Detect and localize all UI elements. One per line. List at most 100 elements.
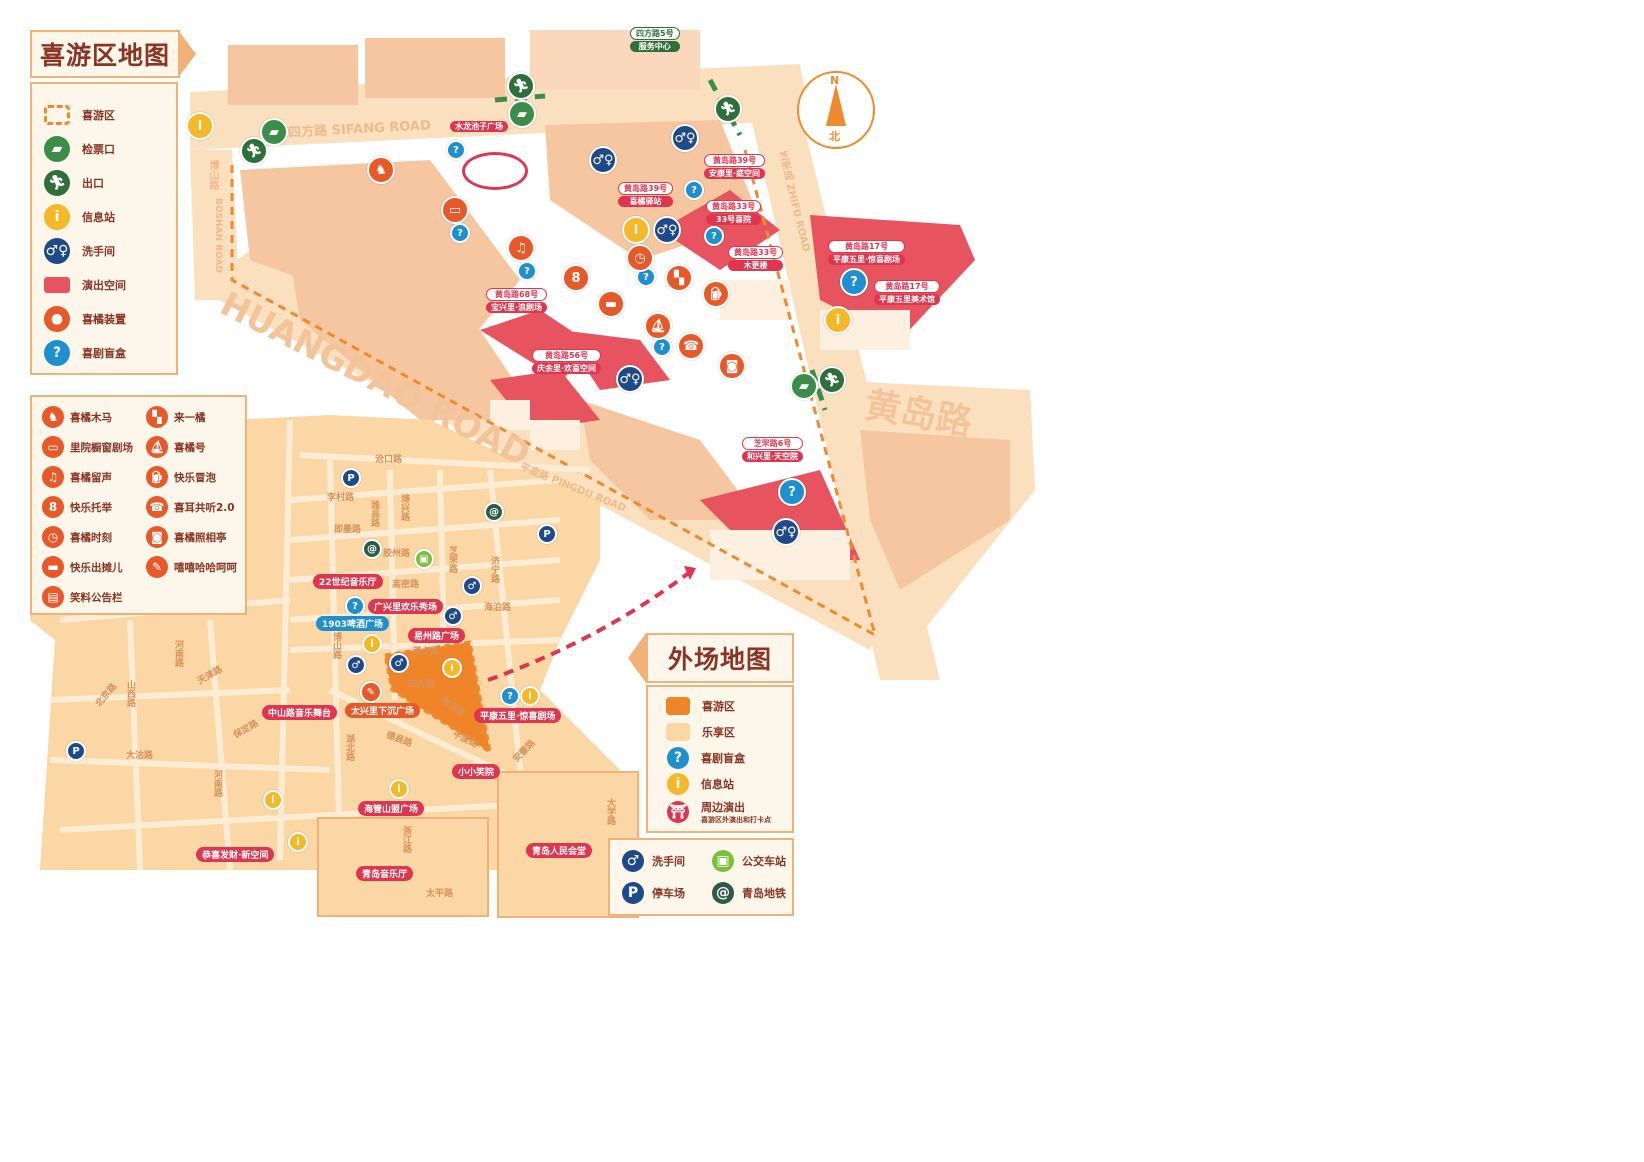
info-icon[interactable]: i <box>520 686 540 706</box>
restroom-icon[interactable]: ♂♀ <box>616 365 644 393</box>
window-theater-icon[interactable]: ▭ <box>441 196 469 224</box>
clock-icon[interactable]: ◷ <box>626 244 654 272</box>
road-label: 河南路 <box>173 640 183 667</box>
info-icon[interactable]: i <box>263 790 283 810</box>
road-boshan-cn: 博山路 <box>207 160 218 190</box>
exit-icon[interactable]: 🏃︎ <box>507 72 535 100</box>
telephone-icon[interactable]: ☎ <box>677 332 705 360</box>
venue-label[interactable]: 易州路广场 <box>408 628 466 643</box>
mystery-box-icon[interactable]: ? <box>517 261 537 281</box>
legend-exit: 🏃︎出口 <box>32 166 176 200</box>
restroom-icon[interactable]: ♂♀ <box>653 216 681 244</box>
camera-icon[interactable]: ◙ <box>718 352 746 380</box>
mystery-box-icon[interactable]: ? <box>778 478 806 506</box>
restroom-icon[interactable]: ♂♀ <box>589 146 617 174</box>
venue-label[interactable]: 海管山盟广场 <box>358 801 425 816</box>
metro-icon[interactable]: @ <box>362 539 382 559</box>
venue-label[interactable]: 中山路音乐舞台 <box>262 705 338 720</box>
restroom-icon[interactable]: ♂ <box>389 653 409 673</box>
music-note-icon[interactable]: ♫ <box>507 234 535 262</box>
exit-icon[interactable]: 🏃︎ <box>818 366 846 394</box>
music-note-icon: ♫ <box>42 466 64 488</box>
mystery-box-icon[interactable]: ? <box>450 223 470 243</box>
gourd-icon[interactable]: 8 <box>562 264 590 292</box>
parking-icon[interactable]: P <box>537 524 557 544</box>
place-label[interactable]: 水龙池子广场 <box>450 120 508 132</box>
legend-item: 🍺︎快乐冒泡 <box>138 465 244 489</box>
info-icon[interactable]: i <box>442 658 462 678</box>
mystery-box-icon[interactable]: ? <box>500 686 520 706</box>
road-label: 高密路 <box>392 580 420 590</box>
restroom-icon[interactable]: ♂ <box>462 576 482 596</box>
mystery-box-icon[interactable]: ? <box>345 596 365 616</box>
checker-icon[interactable]: ▚ <box>665 264 693 292</box>
place-label[interactable]: 黄岛路33号木更楼 <box>728 246 784 271</box>
place-label[interactable]: 黄岛路56号庆余里·欢喜空间 <box>532 349 602 374</box>
info-icon[interactable]: i <box>186 112 214 140</box>
place-label[interactable]: 黄岛路39号喜橘驿站 <box>618 182 674 207</box>
info-icon[interactable]: i <box>622 216 650 244</box>
beer-icon[interactable]: 🍺︎ <box>702 280 730 308</box>
venue-label[interactable]: 太兴里下沉广场 <box>345 703 421 718</box>
info-icon[interactable]: i <box>389 779 409 799</box>
venue-label[interactable]: 1903啤酒广场 <box>316 616 390 631</box>
venue-label[interactable]: 22世纪音乐厅 <box>313 574 383 589</box>
parking-icon[interactable]: P <box>66 741 86 761</box>
outer-map-title: 外场地图 <box>646 633 794 683</box>
info-icon[interactable]: i <box>288 832 308 852</box>
road-label: 博兴路 <box>399 494 409 521</box>
road-label: 海泊路 <box>484 603 512 613</box>
info-icon: i <box>44 204 70 230</box>
legend-item: ▤笑料公告栏 <box>34 585 138 609</box>
exit-icon[interactable]: 🏃︎ <box>714 95 742 123</box>
mystery-box-icon[interactable]: ? <box>446 140 466 160</box>
parking-icon: P <box>622 882 644 904</box>
restroom-icon[interactable]: ♂ <box>443 606 463 626</box>
road-label: 四方路 <box>408 680 436 690</box>
venue-label[interactable]: 青岛音乐厅 <box>356 866 414 881</box>
metro-icon[interactable]: @ <box>484 502 504 522</box>
restroom-icon[interactable]: ♂♀ <box>772 518 800 546</box>
rocking-horse-icon[interactable]: ♞ <box>367 156 395 184</box>
mystery-box-icon[interactable]: ? <box>840 268 868 296</box>
restroom-icon[interactable]: ♂ <box>346 655 366 675</box>
info-icon[interactable]: i <box>824 306 852 334</box>
legend-mystery-box: ?喜剧盲盒 <box>32 336 176 370</box>
place-label[interactable]: 四方路5号服务中心 <box>630 27 680 52</box>
exit-icon[interactable]: 🏃︎ <box>240 137 268 165</box>
venue-label[interactable]: 广兴里欢乐秀场 <box>368 599 444 614</box>
place-label[interactable]: 黄岛路39号安康里·庭空间 <box>704 154 766 179</box>
legend-metro: @青岛地铁 <box>704 880 794 906</box>
legend-bus: ▣公交车站 <box>704 848 794 874</box>
restroom-icon[interactable]: ♂♀ <box>671 124 699 152</box>
venue-label[interactable]: 平康五里·惊喜剧场 <box>474 708 562 723</box>
place-label[interactable]: 芝罘路6号和兴里·天空院 <box>742 437 804 462</box>
road-label: 河南路 <box>212 770 222 797</box>
ticket-icon[interactable]: ▰ <box>508 100 536 128</box>
place-label[interactable]: 黄岛路17号平康五里美术馆 <box>874 280 940 305</box>
fountain-icon <box>462 152 528 190</box>
mystery-box-icon[interactable]: ? <box>684 180 704 200</box>
performance-house-icon <box>44 277 70 293</box>
stall-icon[interactable]: ▬ <box>597 290 625 318</box>
venue-label[interactable]: 恭喜发财·新空间 <box>196 847 275 862</box>
sailboat-icon: ⛵︎ <box>146 436 168 458</box>
mystery-box-icon[interactable]: ? <box>652 337 672 357</box>
bus-icon[interactable]: ▣ <box>414 549 434 569</box>
palette-icon[interactable]: ✎ <box>360 681 382 703</box>
venue-label[interactable]: 青岛人民会堂 <box>526 843 593 858</box>
info-icon[interactable]: i <box>362 634 382 654</box>
road-label: 即墨路 <box>334 525 362 535</box>
mystery-box-icon[interactable]: ? <box>704 226 724 246</box>
venue-label[interactable]: 小小笑院 <box>452 764 501 779</box>
title-arrow <box>628 633 646 683</box>
metro-icon: @ <box>712 882 734 904</box>
parking-icon[interactable]: P <box>341 468 361 488</box>
place-label[interactable]: 黄岛路17号平康五里·惊喜剧场 <box>828 240 906 265</box>
place-label[interactable]: 黄岛路68号宝兴里·浪剧场 <box>486 288 548 313</box>
sailboat-icon[interactable]: ⛵︎ <box>644 312 672 340</box>
ticket-icon[interactable]: ▰ <box>790 372 818 400</box>
